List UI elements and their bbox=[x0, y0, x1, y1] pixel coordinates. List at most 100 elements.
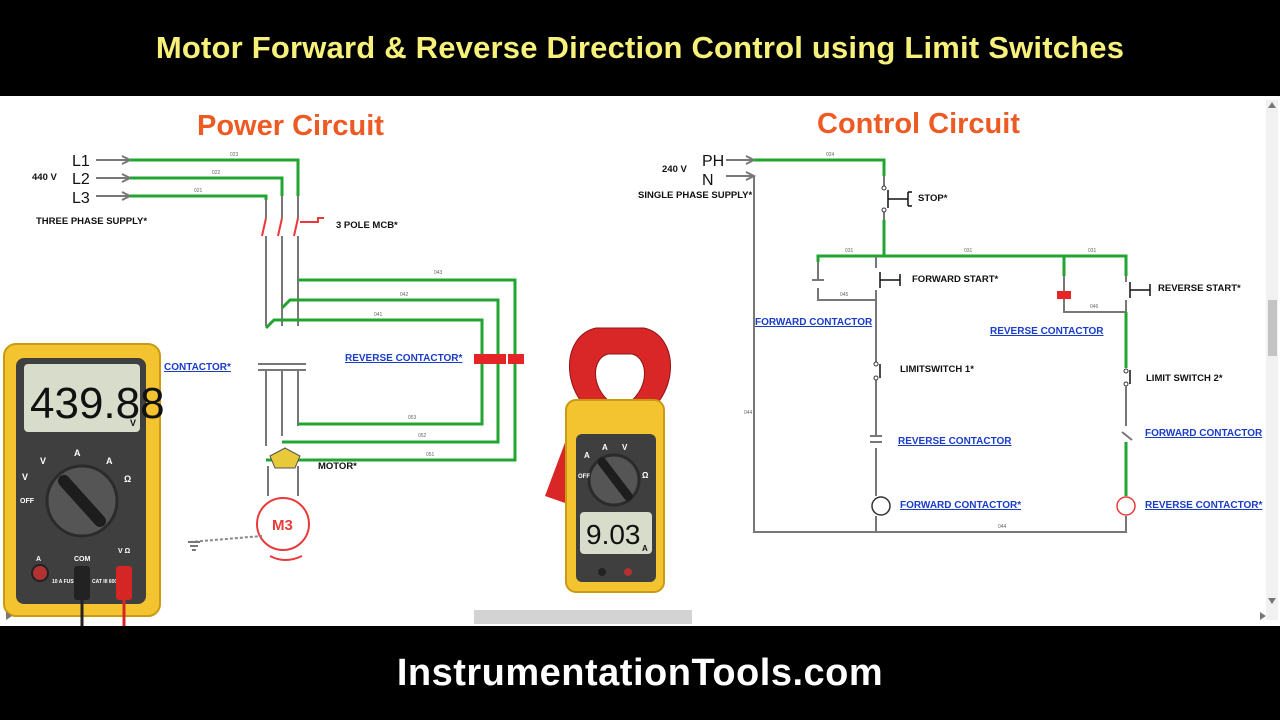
red-probe-plug[interactable] bbox=[116, 566, 132, 600]
reverse-coil-link[interactable]: REVERSE CONTACTOR* bbox=[1145, 500, 1263, 511]
mm-dial-a-dc: A bbox=[106, 456, 113, 466]
wire-id-045: 045 bbox=[840, 292, 849, 298]
reverse-contact-2 bbox=[490, 354, 506, 364]
ls1-contact-top bbox=[873, 361, 879, 367]
wire-043 bbox=[298, 278, 517, 354]
stop-label: STOP* bbox=[918, 193, 948, 204]
mm-dial-a-top: A bbox=[74, 448, 81, 458]
forward-interlock-contact bbox=[1121, 386, 1133, 441]
wire-l1 bbox=[130, 158, 300, 196]
single-phase-supply-label: SINGLE PHASE SUPPLY* bbox=[638, 190, 753, 201]
clamp-dial-pointer bbox=[597, 457, 633, 501]
scroll-down-icon[interactable] bbox=[1268, 598, 1276, 604]
forward-contactor-contacts bbox=[258, 363, 306, 371]
mm-dial-v-ac: V bbox=[40, 456, 46, 466]
reverse-contactor-link[interactable]: REVERSE CONTACTOR* bbox=[345, 353, 463, 364]
wire-id-023: 023 bbox=[230, 152, 239, 158]
clamp-dial-off: OFF bbox=[578, 474, 590, 480]
forward-start-label: FORWARD START* bbox=[912, 274, 999, 285]
wire-053 bbox=[298, 364, 484, 426]
reverse-hold-leads bbox=[1063, 276, 1126, 313]
reverse-interlock-contact bbox=[870, 435, 882, 443]
reverse-contact-3 bbox=[508, 354, 524, 364]
mm-com-label: COM bbox=[74, 556, 91, 563]
mcb-output bbox=[265, 236, 299, 326]
reverse-start-label: REVERSE START* bbox=[1158, 283, 1241, 294]
wire-id-053: 053 bbox=[408, 415, 417, 421]
ls1-contact-bottom bbox=[873, 375, 879, 381]
reverse-coil-symbol bbox=[1116, 496, 1136, 516]
motor-leads bbox=[267, 466, 299, 496]
control-circuit-title: Control Circuit bbox=[817, 108, 1020, 140]
earth-icon bbox=[188, 541, 200, 551]
wire-id-021: 021 bbox=[194, 188, 203, 194]
multimeter-unit: V bbox=[130, 418, 136, 428]
wire-l3 bbox=[130, 194, 268, 200]
clamp-unit: A bbox=[642, 544, 648, 553]
clamp-display bbox=[580, 512, 652, 554]
black-probe-plug[interactable] bbox=[74, 566, 90, 600]
horizontal-scrollbar-thumb[interactable] bbox=[474, 610, 692, 624]
multimeter-reading: 439.88 bbox=[30, 379, 165, 428]
scroll-right-icon[interactable] bbox=[1260, 612, 1266, 620]
wire-id-043: 043 bbox=[434, 270, 443, 276]
wire-id-022: 022 bbox=[212, 170, 221, 176]
control-circuit: Control Circuit PH N 240 V SINGLE PHASE … bbox=[638, 108, 1263, 533]
ls2-contact-top bbox=[1123, 368, 1129, 374]
wire-id-031-b: 031 bbox=[1088, 248, 1097, 254]
motor-terminal-box bbox=[269, 447, 301, 469]
clamp-dial-v: V bbox=[622, 443, 628, 452]
wire-id-031-c: 031 bbox=[964, 248, 973, 254]
clamp-meter: A A V OFF Ω 9.03 A bbox=[545, 327, 671, 593]
supply-terminals bbox=[96, 159, 130, 197]
single-phase-voltage: 240 V bbox=[662, 164, 687, 175]
page-title: Motor Forward & Reverse Direction Contro… bbox=[155, 30, 1125, 65]
l2-label: L2 bbox=[72, 171, 90, 188]
wire-id-044: 044 bbox=[998, 524, 1007, 530]
mm-dial-off: OFF bbox=[20, 498, 35, 505]
motor-m3-glyph: M3 bbox=[272, 517, 293, 534]
vertical-scrollbar-track[interactable] bbox=[1266, 100, 1278, 620]
wire-041 bbox=[264, 318, 484, 354]
wire-id-031-a: 031 bbox=[845, 248, 854, 254]
diagram-canvas: Power Circuit L1 L2 L3 440 V THREE PHASE… bbox=[0, 96, 1280, 626]
clamp-dial-ohm: Ω bbox=[642, 471, 649, 480]
clamp-reading: 9.03 bbox=[586, 519, 641, 550]
mcb-input bbox=[265, 196, 299, 218]
forward-contactor-link[interactable]: CONTACTOR* bbox=[164, 362, 231, 373]
vertical-scrollbar-thumb[interactable] bbox=[1268, 300, 1277, 356]
multimeter-display bbox=[24, 364, 140, 432]
mm-dial-ohm: Ω bbox=[124, 474, 131, 484]
mm-dial-v-dc: V bbox=[22, 472, 28, 482]
reverse-interlock-link[interactable]: REVERSE CONTACTOR bbox=[898, 436, 1012, 447]
forward-contactor-aux-link[interactable]: FORWARD CONTACTOR bbox=[755, 317, 873, 328]
mcb-contacts bbox=[261, 217, 299, 237]
l1-label: L1 bbox=[72, 153, 90, 170]
reverse-contactor-aux-link[interactable]: REVERSE CONTACTOR bbox=[990, 326, 1104, 337]
reverse-start-button-icon bbox=[1129, 282, 1151, 298]
wire-id-042: 042 bbox=[400, 292, 409, 298]
wire-id-052: 052 bbox=[418, 433, 427, 439]
clamp-com-jack[interactable] bbox=[598, 568, 606, 576]
wire-id-044-neutral: 044 bbox=[744, 410, 753, 416]
wiring-diagram: Power Circuit L1 L2 L3 440 V THREE PHASE… bbox=[3, 100, 1278, 626]
forward-coil-link[interactable]: FORWARD CONTACTOR* bbox=[900, 500, 1021, 511]
clamp-dial-a-ac: A bbox=[584, 451, 590, 460]
reverse-hold-contact bbox=[1057, 291, 1071, 299]
mm-cat-label: CAT III 600 V bbox=[92, 579, 123, 585]
mcb-handle bbox=[300, 217, 324, 223]
wire-042 bbox=[280, 298, 500, 354]
forward-interlock-link[interactable]: FORWARD CONTACTOR bbox=[1145, 428, 1263, 439]
title-bar: Motor Forward & Reverse Direction Contro… bbox=[0, 0, 1280, 96]
wire-051 bbox=[266, 364, 517, 462]
wire-031 bbox=[816, 254, 1128, 276]
mm-a-jack[interactable] bbox=[31, 564, 49, 582]
clamp-v-jack[interactable] bbox=[624, 568, 632, 576]
scroll-left-icon[interactable] bbox=[6, 612, 12, 620]
digital-multimeter: 439.88 V A V V OFF A Ω COM A V Ω 10 A FU… bbox=[3, 343, 165, 626]
mm-fused-label: 10 A FUSED bbox=[52, 579, 81, 585]
motor-symbol bbox=[256, 497, 310, 551]
forward-hold-contact bbox=[812, 262, 876, 301]
forward-coil-symbol bbox=[871, 496, 891, 516]
scroll-up-icon[interactable] bbox=[1268, 102, 1276, 108]
